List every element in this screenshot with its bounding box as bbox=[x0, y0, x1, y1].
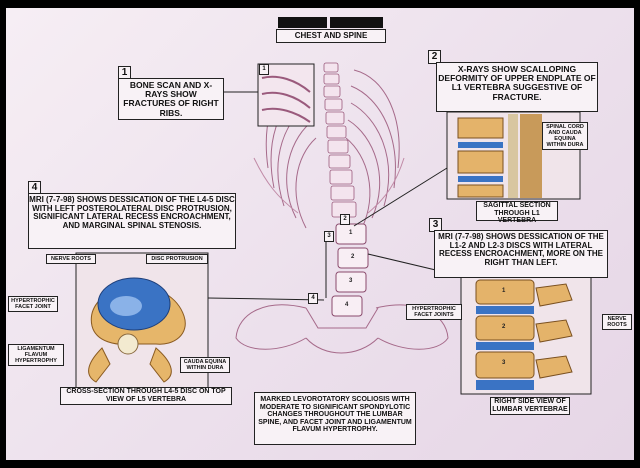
nerve-roots-label-3: NERVE ROOTS bbox=[602, 314, 632, 331]
vertebra-2-number: 2 bbox=[351, 254, 355, 260]
panel-4-number: 4 bbox=[28, 181, 41, 195]
ligamentum-label: LIGAMENTUM FLAVUM HYPERTROPHY bbox=[8, 344, 64, 367]
panel-2-number: 2 bbox=[428, 50, 441, 64]
inset-1-marker: 1 bbox=[259, 64, 269, 75]
side-view-art bbox=[460, 275, 592, 395]
spine-illustration bbox=[75, 62, 592, 395]
spine-marker-4: 4 bbox=[308, 293, 318, 304]
redaction-bar-right bbox=[330, 17, 383, 28]
summary-caption: Marked levorotatory scoliosis with moder… bbox=[254, 392, 416, 445]
cross-section-art bbox=[75, 252, 209, 390]
sagittal-section-art bbox=[446, 111, 581, 200]
spinal-cord-label: SPINAL CORD AND CAUDA EQUINA WITHIN DURA bbox=[542, 122, 588, 151]
facet-joint-label: HYPERTROPHIC FACET JOINT bbox=[8, 296, 58, 313]
spine-marker-3: 3 bbox=[324, 231, 334, 242]
lumbar-vertebrae bbox=[331, 223, 369, 317]
panel-3-text: MRI (7-7-98) shows dessication of the L1… bbox=[434, 230, 608, 278]
nerve-roots-label-4: NERVE ROOTS bbox=[46, 254, 96, 265]
panel-2-text: X-rays show scalloping deformity of uppe… bbox=[436, 62, 598, 112]
redaction-bar-left bbox=[278, 17, 327, 28]
sagittal-caption: Sagittal section through L1 vertebra bbox=[476, 201, 558, 224]
side-vertebra-2-number: 2 bbox=[502, 324, 506, 330]
cauda-equina-label: CAUDA EQUINA WITHIN DURA bbox=[180, 357, 230, 374]
illustration-board: CHEST AND SPINE 1 Bone scan and X-rays s… bbox=[6, 8, 634, 460]
side-vertebra-3-number: 3 bbox=[502, 360, 506, 366]
cross-section-caption: Cross-section through L4-5 disc on top v… bbox=[60, 387, 232, 405]
side-vertebra-1-number: 1 bbox=[502, 288, 506, 294]
spine-marker-2: 2 bbox=[340, 214, 350, 225]
vertebra-1-number: 1 bbox=[349, 230, 353, 236]
page-title: CHEST AND SPINE bbox=[276, 29, 386, 43]
panel-4-text: MRI (7-7-98) shows dessication of the L4… bbox=[28, 193, 236, 249]
thoracic-spine bbox=[323, 62, 357, 218]
disc-protrusion-label: DISC PROTRUSION bbox=[146, 254, 208, 265]
facet-joints-label-3: HYPERTROPHIC FACET JOINTS bbox=[406, 304, 462, 321]
right-side-caption: Right side view of lumbar vertebrae bbox=[490, 397, 570, 415]
panel-1-text: Bone scan and X-rays show fractures of r… bbox=[118, 78, 224, 120]
vertebra-3-number: 3 bbox=[349, 278, 353, 284]
vertebra-4-number: 4 bbox=[345, 302, 349, 308]
